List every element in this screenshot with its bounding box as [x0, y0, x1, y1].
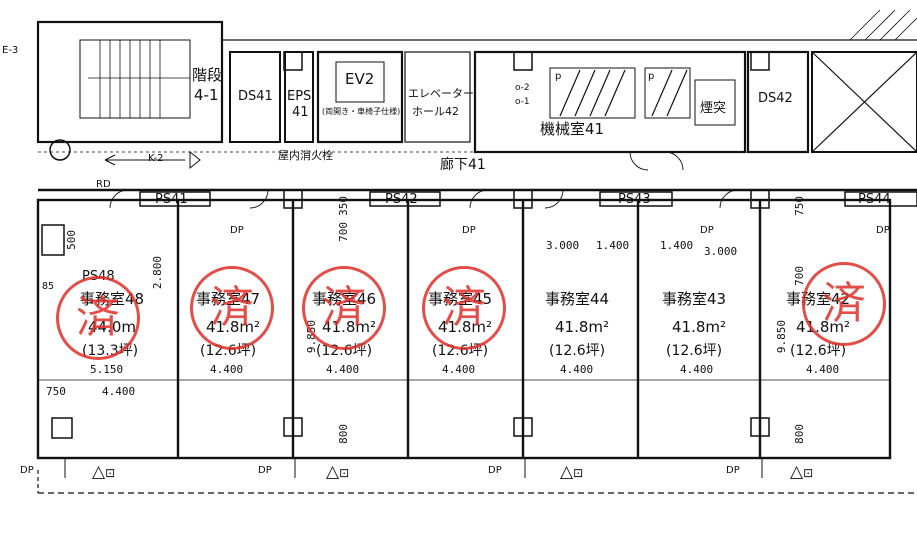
o1-label: o-1	[515, 97, 530, 107]
dp-label: DP	[20, 465, 34, 476]
dp-label: DP	[462, 225, 476, 236]
void-x	[811, 51, 917, 153]
dp-label: DP	[876, 225, 890, 236]
stair-treads	[88, 40, 190, 118]
hydrant-symbol	[49, 139, 71, 161]
triangle-marker-icon: △⊡	[790, 462, 814, 482]
dim-label: 85	[42, 281, 55, 292]
office-block	[36, 198, 892, 460]
stamp-mark: 済	[302, 266, 386, 350]
room-area: 41.8m²	[555, 318, 610, 336]
room-tsubo: (12.6坪)	[790, 343, 847, 359]
stamp-mark: 済	[190, 266, 274, 350]
stamp-mark: 済	[802, 262, 886, 346]
dim-label: 800	[337, 424, 350, 444]
dp-label: DP	[488, 465, 502, 476]
room-name: 事務室43	[662, 290, 727, 308]
room-width-dim: 4.400	[680, 363, 714, 376]
dim-label: 700	[337, 222, 350, 242]
stamp-mark: 済	[422, 266, 506, 350]
p1-label: p	[555, 71, 562, 82]
stair-number: 4-1	[194, 86, 219, 104]
k2-label: K-2	[148, 153, 164, 164]
stair-enclosure	[36, 20, 224, 144]
room-tsubo: (12.6坪)	[666, 343, 723, 359]
rd-label: RD	[96, 179, 111, 190]
edge-label: E-3	[2, 45, 19, 56]
ps41-label: PS41	[155, 192, 188, 207]
machine-room-label: 機械室41	[540, 120, 605, 138]
structural-columns	[51, 51, 770, 439]
dp-label: DP	[230, 225, 244, 236]
dim-label: 700	[793, 266, 806, 286]
dim-label: 3.000	[704, 245, 738, 258]
room-partitions	[176, 200, 762, 458]
elevator-hall-label-2: ホール42	[412, 105, 459, 118]
dim-label: 800	[793, 424, 806, 444]
ps44-label: PS44	[858, 192, 891, 207]
corridor-label: 廊下41	[440, 157, 486, 173]
room-name: 事務室44	[545, 290, 610, 308]
ps43-label: PS43	[618, 192, 651, 207]
dp-label: DP	[258, 465, 272, 476]
room-width-dim: 4.400	[326, 363, 360, 376]
dim-label: 350	[337, 196, 350, 216]
ds41-shaft	[229, 51, 281, 143]
room-width-dim: 4.400	[442, 363, 476, 376]
ps42-label: PS42	[385, 192, 418, 207]
eps41-label-2: 41	[292, 105, 309, 120]
dim-label: 3.000	[546, 239, 580, 252]
dim-label: 750	[793, 196, 806, 216]
room-width-dim: 4.400	[210, 363, 244, 376]
dim-label: 2.800	[151, 256, 164, 290]
elevator-hall-label-1: エレベーター	[408, 87, 474, 100]
triangle-marker-icon: △⊡	[560, 462, 584, 482]
room-width-dim: 4.400	[560, 363, 594, 376]
dp-markers	[64, 458, 763, 478]
room-width-dim: 4.400	[806, 363, 840, 376]
room-area: 41.8m²	[672, 318, 727, 336]
elevator-hall	[404, 51, 471, 143]
triangle-marker-icon: △⊡	[92, 462, 116, 482]
room-width-dim: 5.150	[90, 363, 124, 376]
dp-label: DP	[726, 465, 740, 476]
dp-label: DP	[700, 225, 714, 236]
hydrant-label: 屋内消火栓	[278, 149, 333, 162]
o2-label: o-2	[515, 83, 530, 93]
ds41-label: DS41	[238, 89, 273, 104]
stamp-mark: 済	[56, 276, 140, 360]
dim-label: 1.400	[596, 239, 630, 252]
door-swings	[109, 151, 739, 209]
ds42-label: DS42	[758, 91, 793, 106]
eps41-label-1: EPS	[287, 89, 312, 104]
room-tsubo: (12.6坪)	[549, 343, 606, 359]
dim-label: 1.400	[660, 239, 694, 252]
stair-name: 階段	[192, 66, 223, 84]
ev2-sub-label: (両開き・車椅子仕様)	[322, 107, 401, 116]
dim-label: 750	[46, 385, 66, 398]
smoke-exhaust-label: 煙突	[700, 101, 727, 116]
dim-label: 9.850	[775, 320, 788, 354]
ev2-label: EV2	[345, 70, 375, 88]
ev2-shaft	[316, 50, 404, 144]
outer-hatch	[849, 9, 917, 41]
dim-label: 4.400	[102, 385, 136, 398]
triangle-marker-icon: △⊡	[326, 462, 350, 482]
p2-label: p	[648, 71, 655, 82]
dim-label: 500	[65, 230, 78, 250]
